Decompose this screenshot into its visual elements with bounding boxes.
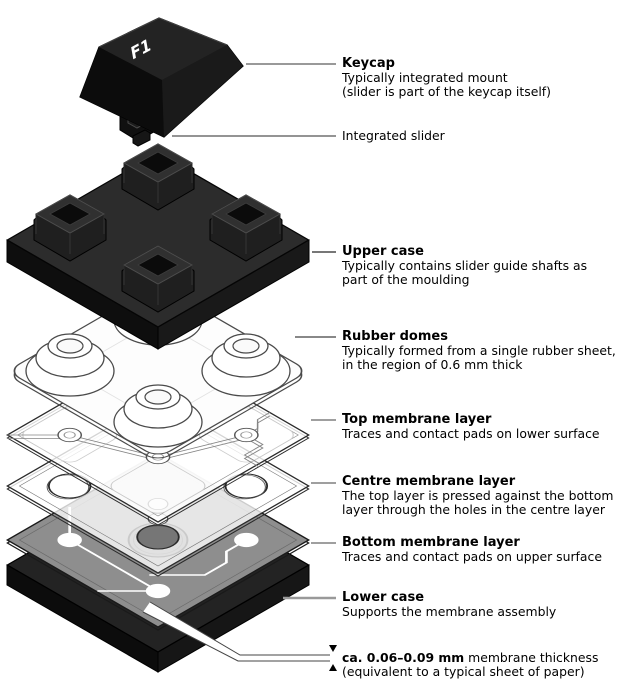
rubber-domes-illustration bbox=[13, 282, 303, 459]
label-title: Bottom membrane layer bbox=[342, 535, 520, 550]
label-title: Upper case bbox=[342, 244, 424, 259]
label-membrane-thickness: ca. 0.06–0.09 mm membrane thickness (equ… bbox=[342, 650, 599, 679]
thickness-arrow-down-icon bbox=[329, 645, 337, 652]
contact-pad bbox=[57, 532, 82, 548]
contact-pad bbox=[145, 583, 171, 599]
thickness-value: ca. 0.06–0.09 mm bbox=[342, 650, 465, 665]
bottom-membrane-traces bbox=[68, 507, 248, 592]
keycap-illustration: F1 bbox=[79, 17, 244, 138]
label-lower-case: Lower case Supports the membrane assembl… bbox=[342, 591, 638, 619]
contact-pad bbox=[234, 532, 259, 548]
label-keycap: Keycap Typically integrated mount (slide… bbox=[342, 57, 638, 99]
label-top-membrane: Top membrane layer Traces and contact pa… bbox=[342, 413, 638, 441]
label-integrated-slider: Integrated slider bbox=[342, 128, 445, 143]
leader-lines bbox=[172, 63, 336, 600]
label-title: Centre membrane layer bbox=[342, 474, 516, 489]
label-title: Rubber domes bbox=[342, 329, 448, 344]
label-title: Lower case bbox=[342, 590, 425, 605]
thickness-arrow-up-icon bbox=[329, 664, 337, 671]
label-centre-membrane: Centre membrane layer The top layer is p… bbox=[342, 475, 638, 517]
label-rubber-domes: Rubber domes Typically formed from a sin… bbox=[342, 330, 638, 372]
keycap-legend: F1 bbox=[129, 35, 152, 65]
label-title: Keycap bbox=[342, 56, 395, 71]
thickness-indicator bbox=[142, 601, 337, 671]
upper-case-illustration bbox=[6, 143, 310, 350]
label-upper-case: Upper case Typically contains slider gui… bbox=[342, 245, 638, 287]
label-bottom-membrane: Bottom membrane layer Traces and contact… bbox=[342, 536, 638, 564]
label-title: Top membrane layer bbox=[342, 412, 492, 427]
